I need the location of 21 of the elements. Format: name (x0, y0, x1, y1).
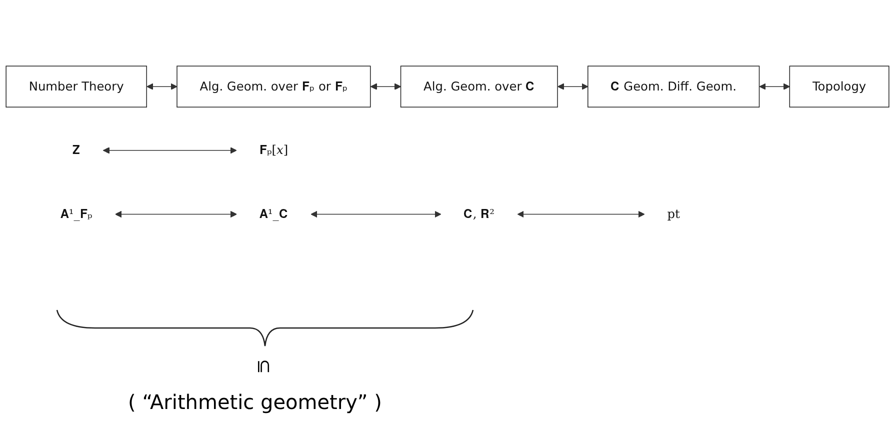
arrow (310, 210, 442, 218)
node-text: 𝐂, 𝐑² (464, 206, 495, 221)
node-text: 𝐀¹_𝐅̄ₚ (60, 206, 92, 221)
node-text: 𝐀¹_𝐂 (259, 206, 288, 221)
node-text: 𝐙 (72, 142, 80, 157)
node-text: 𝐅ₚ[𝑥] (259, 142, 288, 157)
node-box: Topology (789, 65, 890, 108)
arrow (517, 210, 645, 218)
node-box: Alg. Geom. over 𝐂 (400, 65, 558, 108)
arrow (370, 82, 402, 90)
node-box: Number Theory (6, 65, 147, 108)
node-box: Alg. Geom. over 𝐅ₚ or 𝐅̄ₚ (176, 65, 371, 108)
arrow (102, 146, 237, 154)
node-box: 𝐂 Geom. Diff. Geom. (588, 65, 760, 108)
arrow (115, 210, 237, 218)
subset-symbol: ⊆ (253, 358, 274, 374)
caption-text: ( “Arithmetic geometry” ) (127, 390, 383, 414)
arrow (146, 82, 178, 90)
arrow (558, 82, 588, 90)
arrow (759, 82, 790, 90)
node-text: pt (667, 206, 680, 221)
